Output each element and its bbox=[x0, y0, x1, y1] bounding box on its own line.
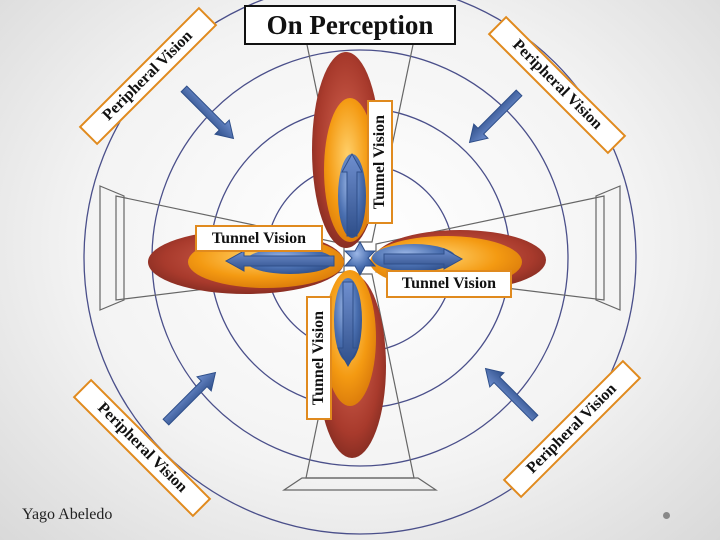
tunnel-vision-label-left: Tunnel Vision bbox=[195, 225, 323, 252]
author-name: Yago Abeledo bbox=[22, 506, 113, 523]
cone-end-bottom bbox=[282, 477, 438, 491]
tunnel-top bbox=[312, 52, 380, 248]
peripheral-arrows bbox=[162, 85, 539, 426]
tunnel-vision-label-top: Tunnel Vision bbox=[367, 100, 393, 224]
page-indicator bbox=[663, 512, 670, 519]
ring-outer bbox=[83, 0, 637, 535]
cone-end-left bbox=[99, 185, 125, 311]
arrow-icon bbox=[341, 152, 363, 237]
arrow-icon bbox=[180, 85, 235, 140]
arrow-icon bbox=[484, 367, 539, 422]
page-title: On Perception bbox=[244, 5, 456, 45]
arrow-icon bbox=[224, 250, 335, 272]
arrow-icon bbox=[162, 371, 217, 426]
arrow-icon bbox=[468, 89, 523, 144]
star-icon bbox=[343, 240, 377, 277]
tunnel-vision-label-right: Tunnel Vision bbox=[386, 270, 512, 298]
cone-end-right bbox=[595, 185, 621, 311]
tunnel-vision-label-bottom: Tunnel Vision bbox=[306, 296, 332, 420]
arrow-icon bbox=[383, 248, 464, 270]
arrow-icon bbox=[337, 281, 359, 368]
tunnel-bottom bbox=[318, 270, 386, 458]
